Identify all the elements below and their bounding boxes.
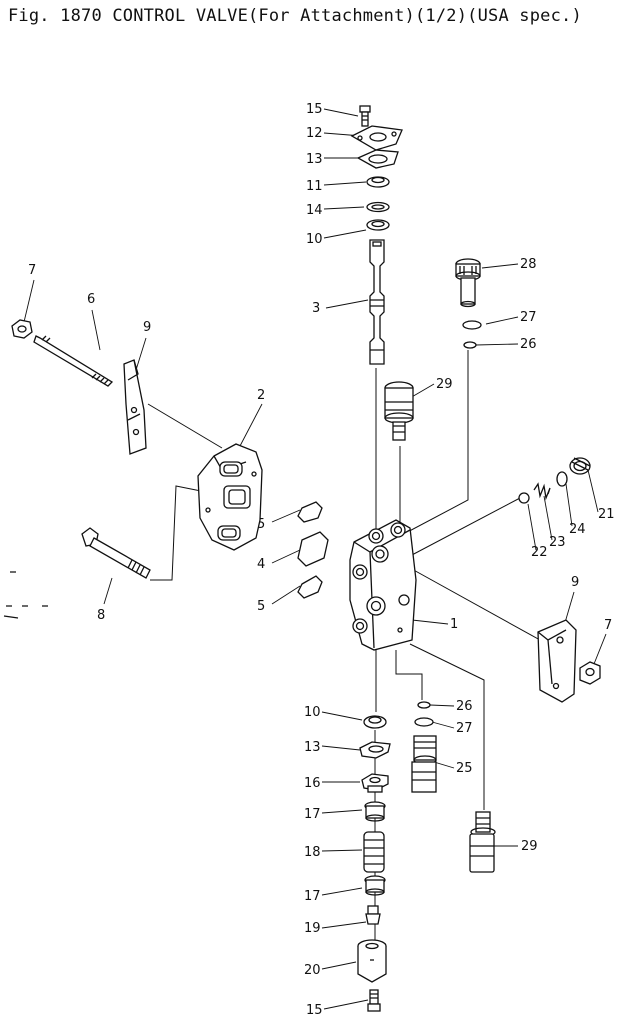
seat-17-lower [364,875,386,896]
plug-28 [455,258,481,308]
o-ring-5-lower [297,575,323,599]
callout-26-bottom: 26 [456,699,473,714]
bolt-15-top [359,105,371,127]
callout-17-upper: 17 [304,807,321,822]
o-ring-26-bottom [417,701,431,709]
callout-5-lower: 5 [257,599,265,614]
assembly-center-lines [147,350,541,980]
callout-15-bottom: 15 [306,1003,323,1015]
callout-27-bottom: 27 [456,721,473,736]
stud-bolt-6 [33,335,114,387]
callout-29-bottom: 29 [521,839,538,854]
valve-body-1 [349,519,417,651]
leader-lines [23,108,607,1010]
lower-stack [357,715,391,1012]
callout-labels: 15 12 13 11 14 10 3 28 27 26 29 7 6 9 2 … [28,102,615,1015]
packing-4 [297,531,329,567]
bolt-19 [365,905,381,925]
check-valve-parts [518,457,591,504]
bracket-9-left [123,359,147,455]
o-ring-5-upper [297,501,323,523]
cap-16 [361,773,389,793]
callout-9-left: 9 [143,320,151,335]
nut-7-left [11,319,33,339]
spring-18 [363,831,385,873]
bracket-9-right [537,619,577,703]
gasket-13-bottom [359,741,391,759]
left-side-parts [3,319,329,619]
nut-7-right [579,661,601,685]
o-ring-26-top [463,341,477,349]
callout-22: 22 [531,545,548,560]
callout-5-upper: 5 [257,517,265,532]
callout-13-top: 13 [306,152,323,167]
seal-10-bottom [363,715,387,729]
callout-23: 23 [549,535,566,550]
callout-7-left: 7 [28,263,36,278]
ring-14 [366,201,390,213]
bolt-8 [81,527,151,579]
callout-20: 20 [304,963,321,978]
callout-8: 8 [97,608,105,623]
callout-2: 2 [257,388,265,403]
seat-17-upper [364,801,386,822]
upper-spool-stack [350,105,403,365]
seal-10-top [366,219,390,231]
callout-25: 25 [456,761,473,776]
cap-20 [357,939,387,983]
callout-6: 6 [87,292,95,307]
lower-right-parts [411,701,496,873]
cover-2 [197,443,263,551]
callout-26-top: 26 [520,337,537,352]
seal-11 [366,176,390,188]
relief-valve-29-top [384,381,414,441]
figure-title: Fig. 1870 CONTROL VALVE(For Attachment)(… [8,6,582,26]
callout-19: 19 [304,921,321,936]
callout-17-lower: 17 [304,889,321,904]
callout-16: 16 [304,776,321,791]
callout-7-right: 7 [604,618,612,633]
o-ring-27-bottom [414,717,434,727]
callout-28: 28 [520,257,537,272]
bolt-15-bottom [367,989,381,1012]
callout-4: 4 [257,557,265,572]
callout-11: 11 [306,179,323,194]
callout-10-bottom: 10 [304,705,321,720]
relief-valve-29-bottom [469,811,496,873]
callout-12: 12 [306,126,323,141]
relief-valve-25 [411,735,437,793]
upper-right-parts [384,258,482,441]
callout-1: 1 [450,617,458,632]
o-ring-24 [556,471,568,487]
callout-18: 18 [304,845,321,860]
callout-21: 21 [598,507,615,522]
callout-10-top: 10 [306,232,323,247]
callout-3: 3 [312,301,320,316]
callout-13-bottom: 13 [304,740,321,755]
flange-12 [350,125,403,151]
spool-3 [369,239,385,365]
callout-24: 24 [569,522,586,537]
callout-27-top: 27 [520,310,537,325]
gasket-13-top [356,149,399,169]
callout-9-right: 9 [571,575,579,590]
ball-22 [518,492,530,504]
plug-21 [569,457,591,475]
callout-15-top: 15 [306,102,323,117]
right-side-parts [537,619,601,703]
o-ring-27-top [462,320,482,330]
spring-23 [533,482,551,501]
callout-29-top: 29 [436,377,453,392]
callout-14: 14 [306,203,323,218]
